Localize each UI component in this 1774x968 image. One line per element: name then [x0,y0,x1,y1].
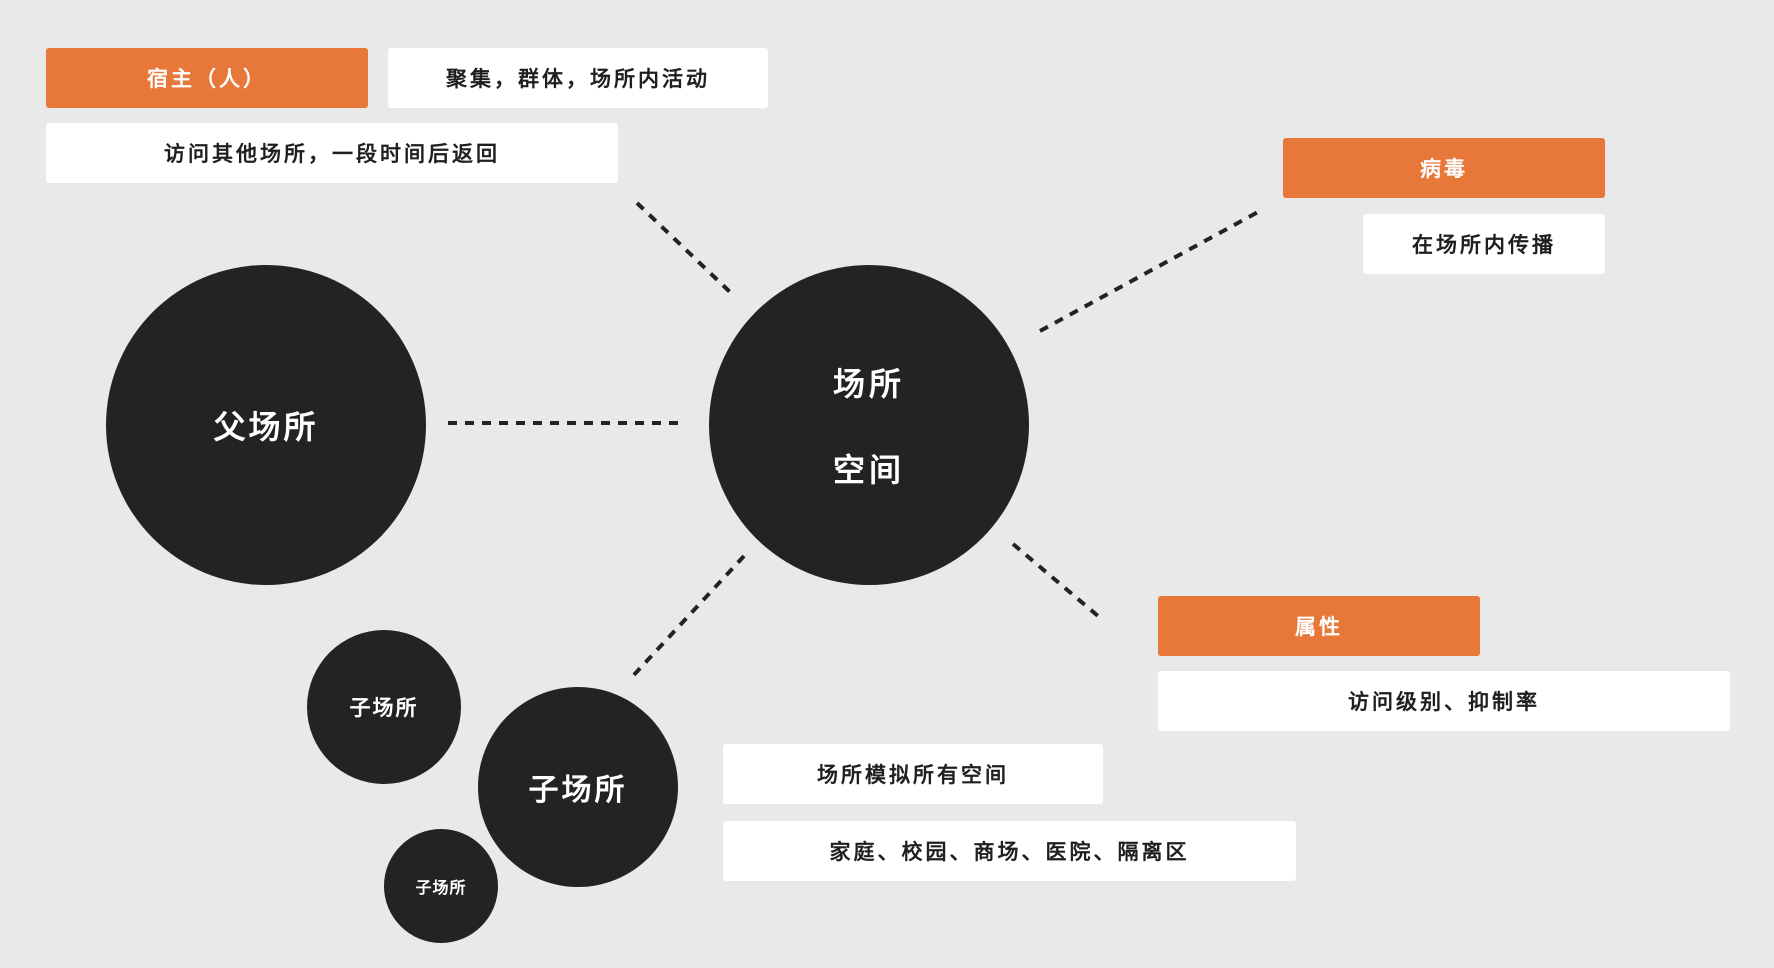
host-desc-gathering: 聚集，群体，场所内活动 [388,48,768,108]
virus-desc: 在场所内传播 [1363,214,1605,274]
child-place-small-label: 子场所 [349,696,419,720]
host-desc-visiting: 访问其他场所，一段时间后返回 [46,123,618,183]
place-label: 场所 [832,365,905,403]
child-place-circle-main: 子场所 [478,687,678,887]
parent-place-label: 父场所 [213,408,319,446]
place-space-circle: 场所 空间 [709,265,1029,585]
connector-child [630,554,746,679]
child-place-tiny-label: 子场所 [415,878,467,897]
connector-virus [1039,210,1259,333]
host-title: 宿主（人） [46,48,368,108]
space-desc: 场所模拟所有空间 [723,744,1103,804]
attribute-title: 属性 [1158,596,1480,656]
child-place-circle-tiny: 子场所 [384,829,498,943]
connector-host [635,201,732,294]
space-examples: 家庭、校园、商场、医院、隔离区 [723,821,1296,881]
child-place-main-label: 子场所 [528,773,628,808]
space-label: 空间 [832,451,905,489]
parent-place-circle: 父场所 [106,265,426,585]
attribute-desc: 访问级别、抑制率 [1158,671,1730,731]
child-place-circle-small: 子场所 [307,630,461,784]
connector-attribute [1011,542,1100,618]
virus-title: 病毒 [1283,138,1605,198]
